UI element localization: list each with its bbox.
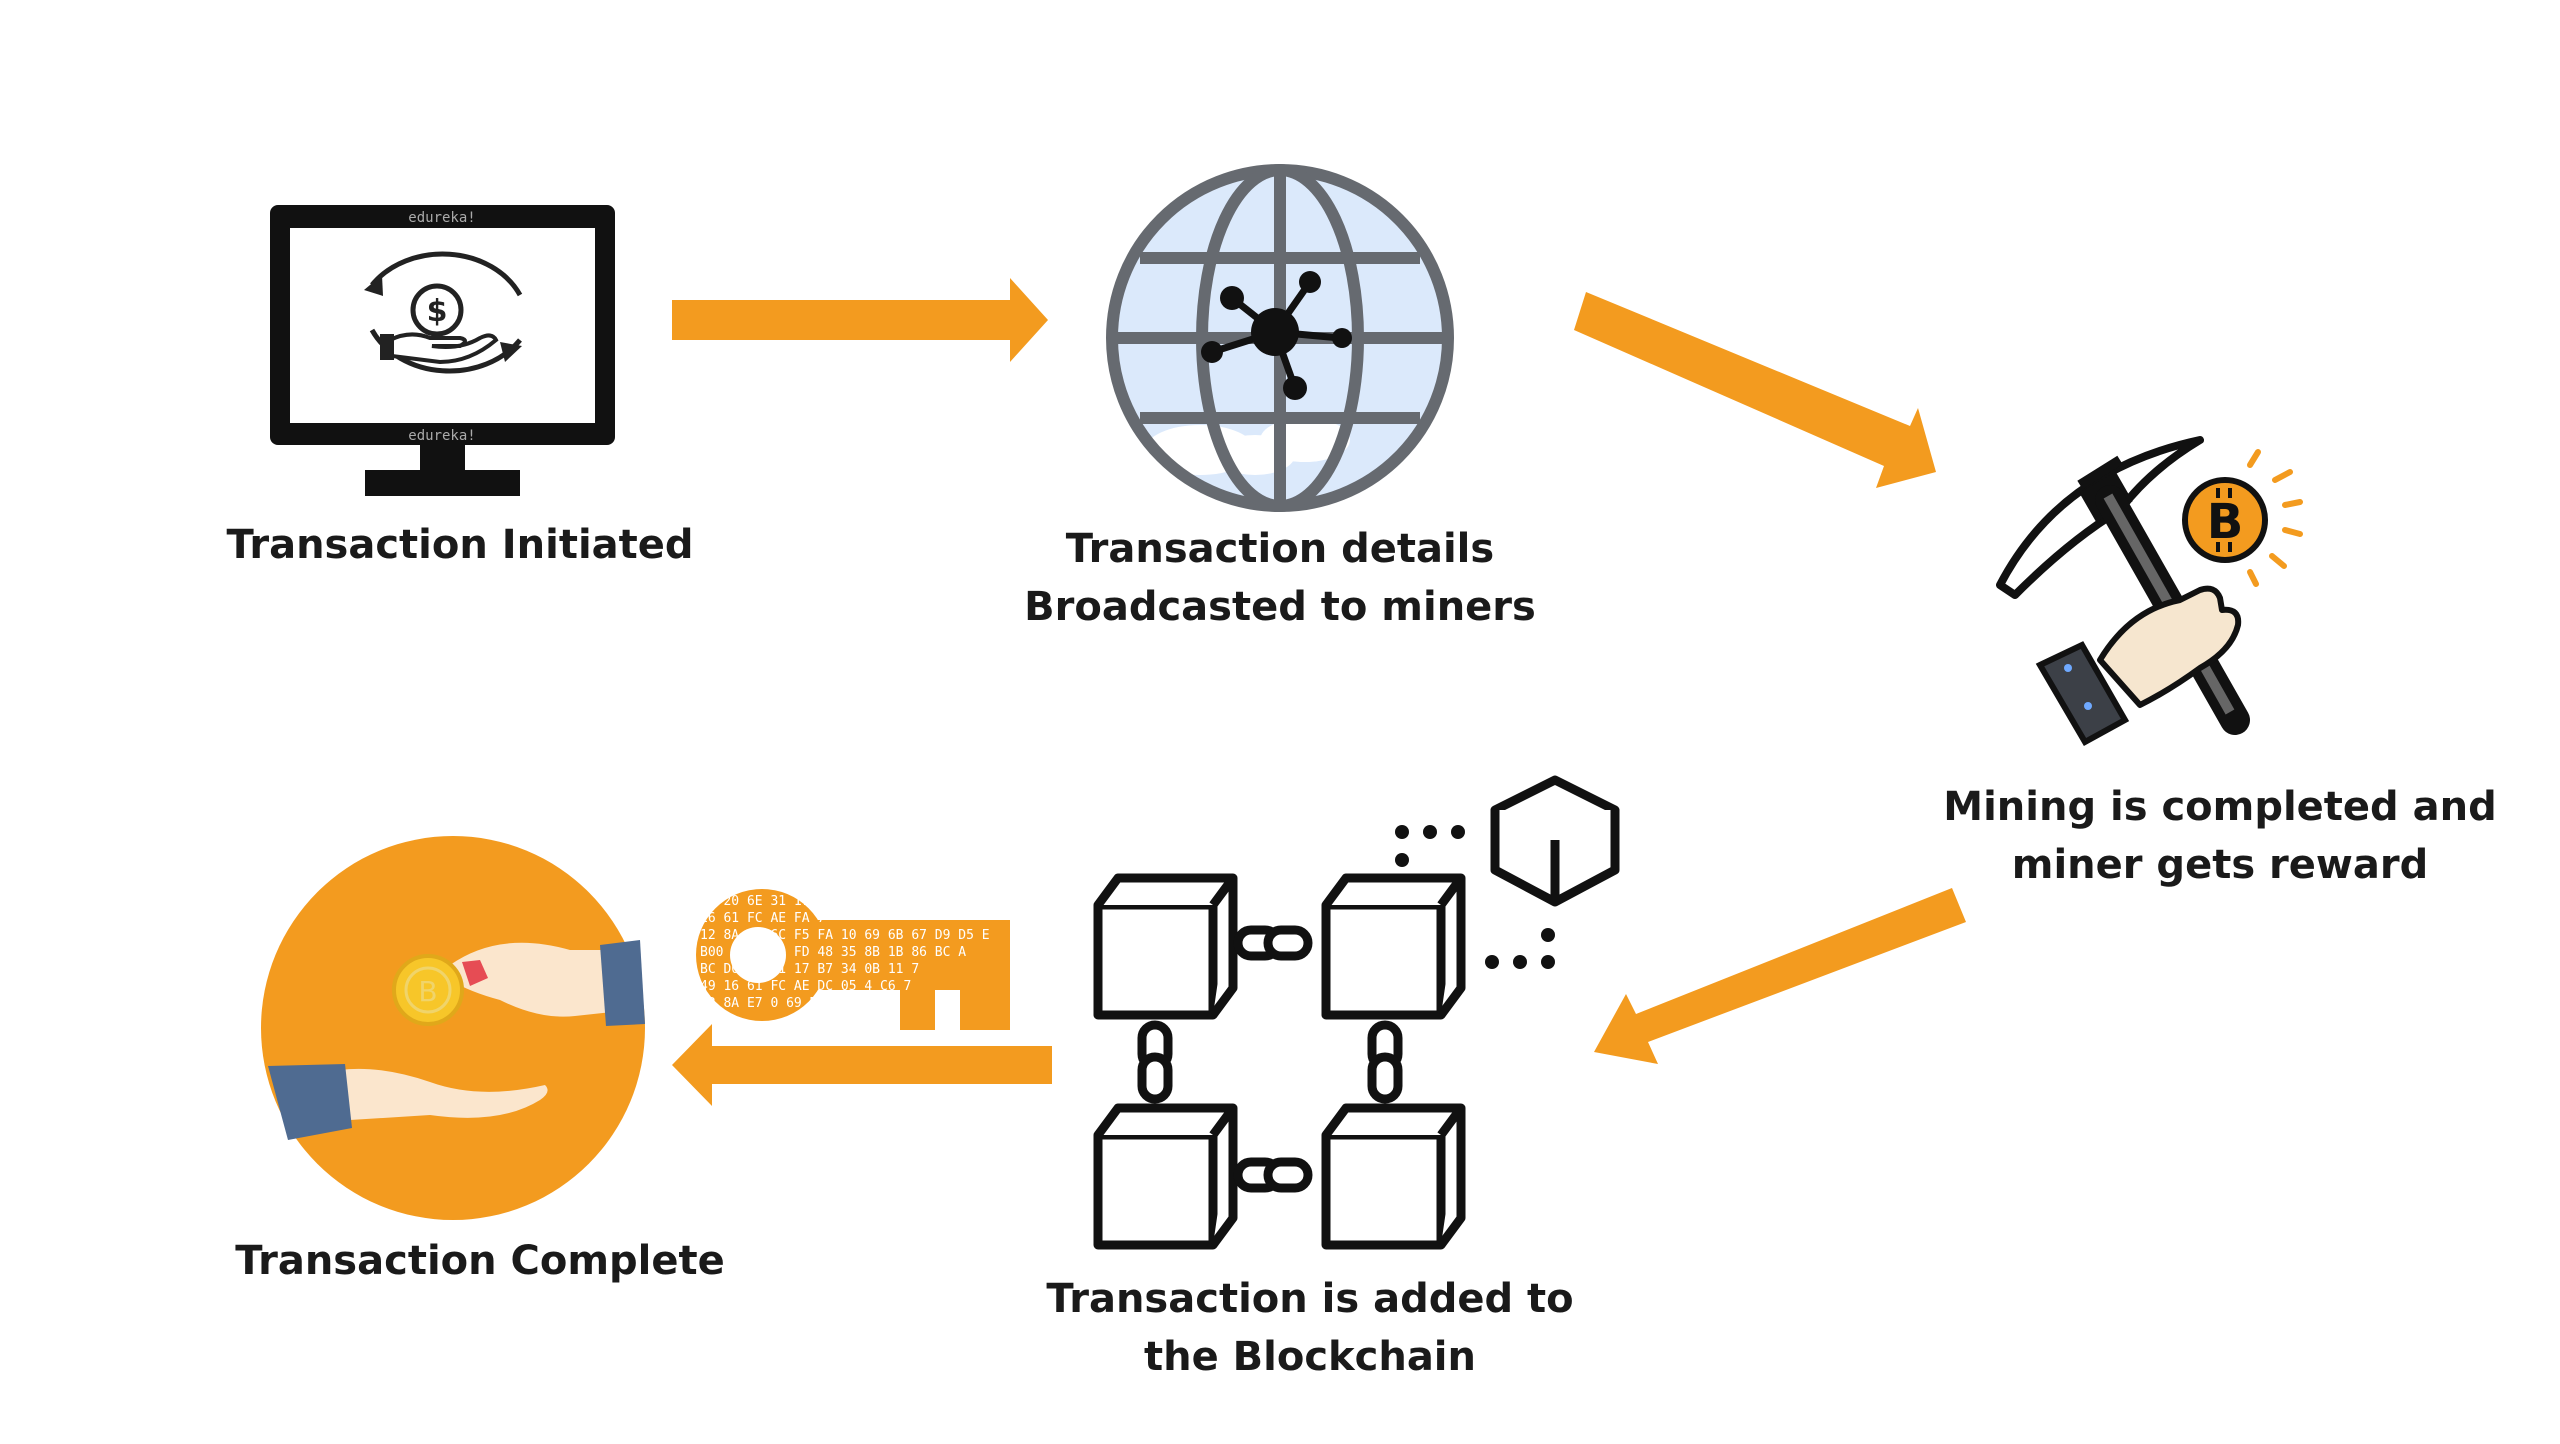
blockchain-cubes-icon [1093,775,1620,1250]
step-label-transaction-complete: Transaction Complete [200,1232,760,1290]
svg-text:edureka!: edureka! [408,210,475,226]
key-hex-line: BC D0 6E 31 17 B7 34 0B 11 7 [700,962,919,977]
hex-key-icon: 07 31 17 08 20 6E 31 17 16 61 FC AE FA 7… [696,877,1010,1030]
pickaxe-bitcoin-icon: B [1996,436,2303,747]
step-label-broadcast: Transaction details Broadcasted to miner… [1000,520,1560,636]
key-hex-line: 07 31 17 [700,877,763,892]
step-label-line-2: miner gets reward [2011,842,2429,888]
step-label-line-1: Transaction details [1065,526,1495,572]
svg-text:$: $ [427,294,448,329]
dollar-cycle-icon: $ [364,251,523,374]
key-hex-line: 12 8A 6E 6C F5 FA 10 69 6B 67 D9 D5 E [700,928,990,943]
network-globe-icon [1106,164,1454,512]
svg-text:edureka!: edureka! [408,428,475,444]
svg-text:B: B [418,975,437,1008]
key-hex-line: 49 16 61 FC AE DC 05 4 C6 7 [700,979,911,994]
key-hex-line: 12 8A E7 0 69 D7 D8 [700,996,849,1011]
step-label-transaction-initiated: Transaction Initiated [200,516,720,574]
key-hex-line: 16 61 FC AE FA 7 [700,911,825,926]
step-label-text: Transaction Initiated [226,522,694,568]
flow-arrow-4 [672,1024,1052,1106]
step-label-line-2: the Blockchain [1143,1334,1476,1380]
blockchain-dots [1395,825,1555,969]
step-label-line-2: Broadcasted to miners [1024,584,1536,630]
key-hex-line: B00 5 61 49 FD 48 35 8B 1B 86 BC A [700,945,966,960]
step-label-line-1: Mining is completed and [1943,784,2497,830]
coin-handover-icon: B [261,836,645,1220]
key-hex-line: 08 20 6E 31 17 [700,894,810,909]
svg-text:B: B [2207,494,2244,550]
step-label-line-1: Transaction is added to [1046,1276,1574,1322]
step-label-mining: Mining is completed and miner gets rewar… [1940,778,2500,894]
step-label-added-to-blockchain: Transaction is added to the Blockchain [1030,1270,1590,1386]
flow-arrow-3 [1594,888,1966,1064]
flow-arrow-2 [1574,292,1936,488]
step-label-text: Transaction Complete [235,1238,725,1284]
flow-arrow-1 [672,278,1048,362]
